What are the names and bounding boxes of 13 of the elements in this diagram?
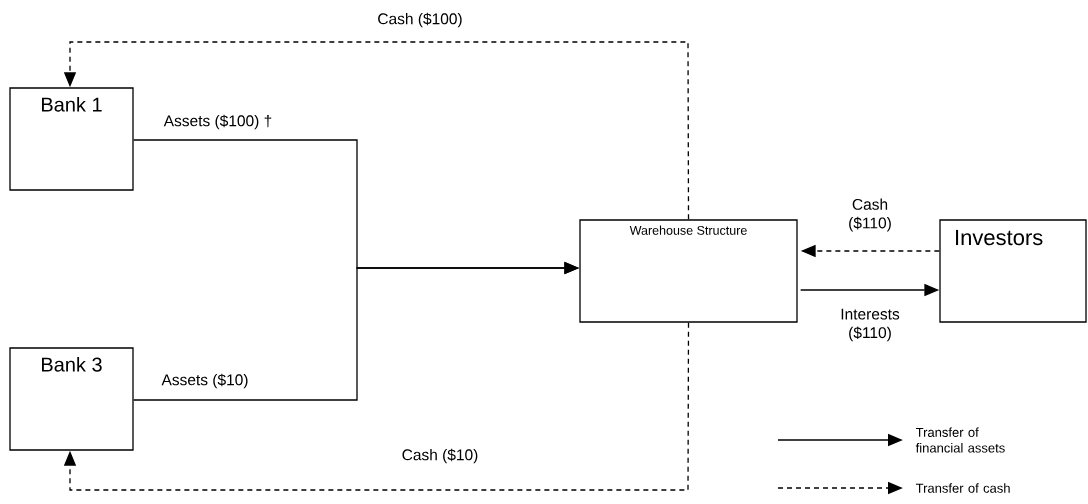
- process-box: Bank 1: [9, 87, 134, 191]
- process-box: Bank 3: [9, 347, 134, 451]
- process-box: Investors: [939, 219, 1087, 323]
- edge-label: Cash ($10): [400, 447, 480, 465]
- edge-label: Assets ($10): [160, 372, 250, 390]
- edge-label: Assets ($100) †: [162, 113, 274, 131]
- edge-label: Cash ($100): [376, 11, 464, 29]
- legend-label: Transfer of financial assets: [915, 427, 1005, 453]
- edge-label: Interests ($110): [829, 307, 911, 343]
- legend-label: Transfer of cash: [915, 483, 1010, 493]
- arrow: [63, 322, 690, 491]
- process-box: Warehouse Structure: [579, 219, 798, 323]
- edge-label: Cash ($110): [839, 197, 901, 233]
